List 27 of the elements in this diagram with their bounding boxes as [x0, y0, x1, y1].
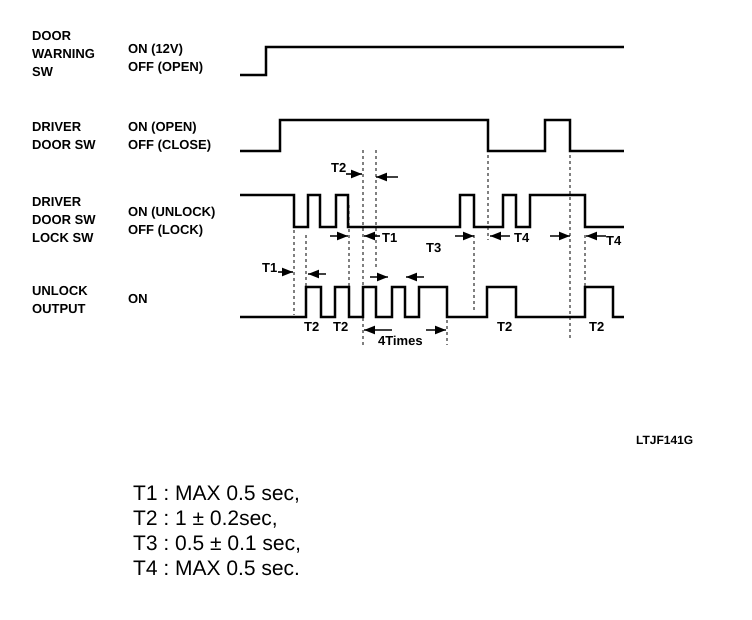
signal-name: DOOR WARNING SW: [32, 27, 96, 81]
signal-name: UNLOCK OUTPUT: [32, 282, 89, 318]
state-label: OFF (OPEN): [128, 58, 204, 76]
specification-note: T1 : MAX 0.5 sec,: [133, 481, 300, 506]
timing-label: T2: [497, 318, 512, 336]
timing-label: T4: [606, 232, 622, 250]
signal-name: DRIVER DOOR SW LOCK SW: [32, 193, 97, 247]
timing-label: T4: [514, 229, 530, 247]
specification-note: T2 : 1 ± 0.2sec,: [133, 506, 278, 531]
state-label: ON (OPEN): [128, 118, 197, 136]
figure-code: LTJF141G: [636, 432, 694, 448]
timing-label: T1: [382, 229, 398, 247]
state-label: ON: [128, 290, 148, 308]
state-label: OFF (CLOSE): [128, 136, 212, 154]
state-label: ON (12V): [128, 40, 183, 58]
timing-label: T2: [304, 318, 320, 336]
timing-label: T2: [589, 318, 604, 336]
specification-note: T3 : 0.5 ± 0.1 sec,: [133, 531, 301, 556]
state-label: OFF (LOCK): [128, 221, 204, 239]
specification-note: T4 : MAX 0.5 sec.: [133, 556, 300, 581]
timing-label: 4Times: [378, 332, 423, 350]
signal-name: DRIVER DOOR SW: [32, 118, 97, 154]
timing-label: T2: [333, 318, 348, 336]
state-label: ON (UNLOCK): [128, 203, 216, 221]
timing-label: T1: [262, 259, 278, 277]
timing-label: T3: [426, 239, 442, 257]
timing-label: T2: [331, 159, 346, 177]
